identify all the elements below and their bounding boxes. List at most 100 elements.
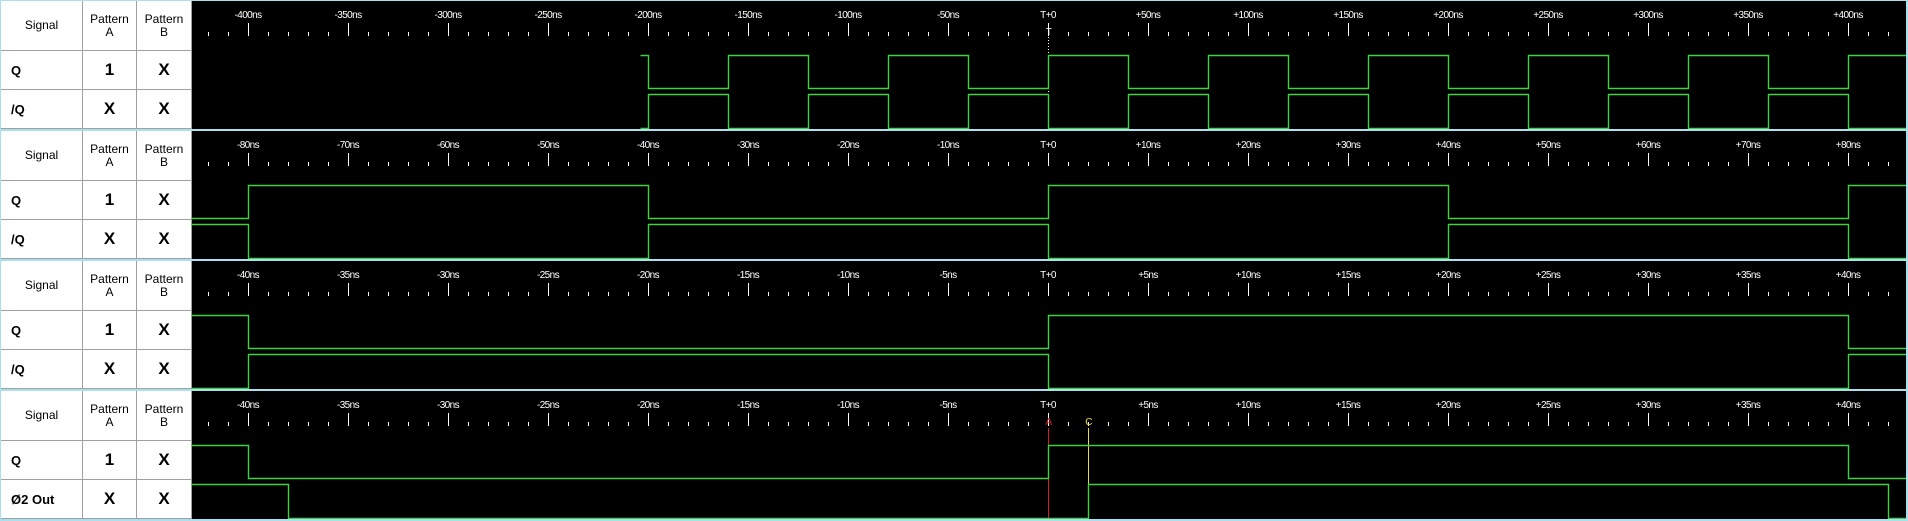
pattern-a-value[interactable]: 1	[83, 441, 137, 480]
tick-label: +40ns	[1436, 140, 1461, 151]
tick-label: -20ns	[637, 400, 660, 411]
marker-label-t[interactable]: T	[1046, 27, 1053, 38]
tick-label: +50ns	[1136, 10, 1161, 21]
tick-label: -150ns	[735, 10, 763, 21]
tick-label: -35ns	[337, 400, 360, 411]
tick-label: +40ns	[1836, 270, 1861, 281]
header-pattern-b-text: B	[159, 414, 168, 429]
pattern-a-value[interactable]: X	[83, 90, 137, 129]
header-pattern-a-text: Pattern	[90, 11, 129, 26]
waveform-area[interactable]: -400ns-350ns-300ns-250ns-200ns-150ns-100…	[191, 1, 1906, 129]
tick-label: +20ns	[1436, 400, 1461, 411]
tick-label: +35ns	[1736, 270, 1761, 281]
header-pattern-a-text: A	[105, 414, 114, 429]
signal-name-text: /Q	[11, 101, 25, 117]
header-pattern-b-text: B	[159, 154, 168, 169]
pattern-a-value-text: X	[103, 99, 116, 118]
tick-label: -10ns	[837, 270, 860, 281]
signal-name[interactable]: Q	[1, 181, 83, 220]
pattern-a-value[interactable]: 1	[83, 181, 137, 220]
pattern-b-value-text: X	[158, 320, 170, 339]
pattern-b-value[interactable]: X	[137, 51, 192, 90]
signal-name-text: Q	[11, 62, 22, 78]
waveform-q	[191, 184, 1906, 220]
tick-label: +350ns	[1733, 10, 1763, 21]
tick-label: +20ns	[1236, 140, 1261, 151]
signal-name[interactable]: Q	[1, 311, 83, 350]
pattern-b-value[interactable]: X	[137, 311, 192, 350]
header-pattern-a-text: Pattern	[90, 271, 129, 286]
tick-label: -60ns	[437, 140, 460, 151]
tick-label: -250ns	[535, 10, 563, 21]
tick-label: +40ns	[1836, 400, 1861, 411]
tick-label: +10ns	[1236, 270, 1261, 281]
signal-name[interactable]: /Q	[1, 90, 83, 129]
signal-name[interactable]: Ø2 Out	[1, 480, 83, 519]
waveform-q	[640, 54, 1906, 90]
tick-label: -100ns	[835, 10, 863, 21]
tick-label: +30ns	[1636, 400, 1661, 411]
tick-label: -15ns	[737, 400, 760, 411]
tick-label: +400ns	[1833, 10, 1863, 21]
tick-label: -25ns	[537, 400, 560, 411]
waveform-q	[191, 444, 1906, 480]
header-pattern-b-text: Pattern	[144, 11, 184, 26]
tick-label: -35ns	[337, 270, 360, 281]
tick-label: T+0	[1040, 400, 1057, 411]
pattern-b-value-text: X	[158, 489, 170, 508]
waveform-q	[191, 314, 1906, 350]
tick-label: -350ns	[335, 10, 363, 21]
waveform-area[interactable]: -80ns-70ns-60ns-50ns-40ns-30ns-20ns-10ns…	[191, 131, 1906, 259]
pattern-b-value[interactable]: X	[137, 181, 192, 220]
pattern-a-value-text: 1	[104, 60, 115, 79]
tick-label: -25ns	[537, 270, 560, 281]
pattern-a-value[interactable]: 1	[83, 311, 137, 350]
header-pattern-a-text: Pattern	[90, 401, 129, 416]
pattern-b-value-text: X	[158, 450, 170, 469]
marker-label-c[interactable]: C	[1085, 417, 1093, 428]
tick-label: -30ns	[437, 400, 460, 411]
pattern-b-value-text: X	[158, 60, 170, 79]
tick-label: +100ns	[1233, 10, 1263, 21]
marker-label-a[interactable]: A	[1045, 417, 1053, 428]
pattern-b-value[interactable]: X	[137, 90, 192, 129]
signal-name[interactable]: Q	[1, 51, 83, 90]
pattern-a-value[interactable]: 1	[83, 51, 137, 90]
header-signal: Signal	[1, 1, 83, 51]
pattern-b-value[interactable]: X	[137, 220, 192, 259]
tick-label: -40ns	[237, 270, 260, 281]
pattern-b-value[interactable]: X	[137, 350, 192, 389]
tick-label: -30ns	[437, 270, 460, 281]
header-pattern-b-text: Pattern	[144, 401, 184, 416]
pattern-b-value-text: X	[158, 359, 170, 378]
signal-name[interactable]: /Q	[1, 350, 83, 389]
tick-label: +200ns	[1433, 10, 1463, 21]
tick-label: +5ns	[1138, 400, 1158, 411]
pattern-b-value[interactable]: X	[137, 480, 192, 519]
header-signal: Signal	[1, 261, 83, 311]
signal-name[interactable]: Q	[1, 441, 83, 480]
tick-label: -30ns	[737, 140, 760, 151]
pattern-a-value[interactable]: X	[83, 480, 137, 519]
header-pattern-a-text: A	[105, 284, 114, 299]
tick-label: +30ns	[1636, 270, 1661, 281]
tick-label: +25ns	[1536, 270, 1561, 281]
signal-name-text: Q	[11, 322, 22, 338]
tick-label: -70ns	[337, 140, 360, 151]
pattern-a-value[interactable]: X	[83, 350, 137, 389]
pattern-a-value[interactable]: X	[83, 220, 137, 259]
signal-name[interactable]: /Q	[1, 220, 83, 259]
signal-name-text: Q	[11, 192, 22, 208]
pattern-b-value[interactable]: X	[137, 441, 192, 480]
